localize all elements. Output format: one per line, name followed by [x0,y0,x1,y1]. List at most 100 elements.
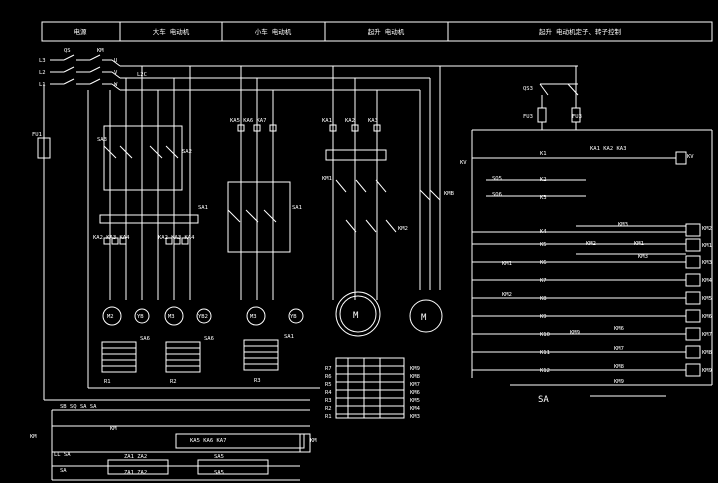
svg-text:YB2: YB2 [198,314,208,320]
svg-text:KM6: KM6 [702,314,712,320]
ladder-rungs [472,151,687,397]
svg-text:L1: L1 [39,82,46,88]
svg-text:ZA1 ZA2: ZA1 ZA2 [124,470,147,476]
svg-text:SA2: SA2 [182,149,192,155]
svg-text:FU3: FU3 [572,114,582,120]
svg-text:KV: KV [460,160,467,166]
svg-text:R2: R2 [170,379,177,385]
svg-text:M: M [353,311,359,321]
svg-text:KM9: KM9 [702,368,712,374]
svg-text:R1: R1 [104,379,111,385]
svg-text:K3: K3 [540,195,547,201]
svg-text:SA5: SA5 [214,454,224,460]
svg-text:KM3: KM3 [618,222,628,228]
svg-text:KM1: KM1 [702,243,712,249]
svg-text:R3: R3 [325,398,332,404]
svg-text:SA6: SA6 [140,336,150,342]
trolley-motor-section: KA5 KA6 KA7 SA1 SA1 SA1 R3 M3 YB [198,66,304,384]
svg-text:SA3: SA3 [97,137,107,143]
svg-text:KM2: KM2 [502,292,512,298]
bottom-control-circuit: SB SQ SA SA KM KM KA5 KA6 KA7 KM LL SA S… [30,404,317,481]
svg-text:K12: K12 [540,368,550,374]
svg-text:KA5 KA6 KA7: KA5 KA6 KA7 [230,118,266,124]
svg-text:SA: SA [60,468,67,474]
svg-text:KM8: KM8 [614,364,624,370]
svg-text:W: W [114,82,118,88]
svg-text:KM9: KM9 [614,379,624,385]
svg-text:KM2: KM2 [586,241,596,247]
svg-text:KM7: KM7 [410,382,420,388]
svg-text:K10: K10 [540,332,550,338]
svg-text:K9: K9 [540,314,547,320]
svg-text:SA5: SA5 [214,470,224,476]
svg-text:SQ6: SQ6 [492,192,502,198]
header-trolley-motor: 小车 电动机 [255,27,292,36]
svg-text:SA6: SA6 [204,336,214,342]
svg-text:KM8: KM8 [410,374,420,380]
svg-text:KM9: KM9 [410,366,420,372]
svg-text:KM8: KM8 [702,350,712,356]
hoist-control-ladder: QS3 FU3 FU3 KV KA1 KA2 KA3 KV SQ5 SQ6 SA [460,66,713,405]
hoist-motor-section: KA1 KA2 KA3 KM1 KM2 KMB M M [322,66,455,420]
svg-text:KM7: KM7 [614,346,624,352]
svg-text:YB: YB [137,314,144,320]
svg-text:M2: M2 [107,314,114,320]
resistor-bank-r3 [243,339,279,371]
svg-text:SA1: SA1 [198,205,208,211]
svg-text:KM6: KM6 [614,326,624,332]
svg-text:KM: KM [30,434,37,440]
svg-text:KM2: KM2 [398,226,408,232]
svg-text:KM7: KM7 [702,332,712,338]
svg-text:KM6: KM6 [410,390,420,396]
svg-text:KMB: KMB [444,191,455,197]
svg-text:KM: KM [110,426,117,432]
svg-text:M3: M3 [250,314,257,320]
svg-text:KM4: KM4 [702,278,713,284]
svg-text:FU1: FU1 [32,132,42,138]
svg-text:KA3: KA3 [368,118,378,124]
svg-text:M3: M3 [168,314,175,320]
svg-text:K7: K7 [540,278,547,284]
svg-text:SA1: SA1 [284,334,294,340]
svg-text:L2: L2 [39,70,46,76]
svg-text:SB SQ SA SA: SB SQ SA SA [60,404,97,410]
svg-text:R6: R6 [325,374,332,380]
svg-text:K6: K6 [540,260,547,266]
svg-text:SA: SA [538,395,549,405]
svg-text:KA1 KA2 KA3: KA1 KA2 KA3 [590,146,626,152]
svg-text:M: M [421,313,427,323]
svg-text:K11: K11 [540,350,550,356]
svg-text:ZA1 ZA2: ZA1 ZA2 [124,454,147,460]
contactor-bank [335,357,405,419]
svg-text:R1: R1 [325,414,332,420]
svg-text:U: U [114,58,117,64]
svg-text:KM3: KM3 [410,414,420,420]
resistor-bank-r2 [165,341,201,373]
svg-text:KM4: KM4 [410,406,421,412]
svg-text:K1: K1 [540,151,547,157]
svg-text:FU3: FU3 [523,114,533,120]
svg-text:KA1: KA1 [322,118,332,124]
svg-text:LL SA: LL SA [54,452,71,458]
header-hoist-motor: 起升 电动机 [368,27,405,36]
header-hoist-control: 起升 电动机定子、转子控制 [539,27,621,36]
svg-text:KM3: KM3 [638,254,648,260]
power-supply-section: L3 L2 L1 QS KM U V W L2C FU1 [32,48,578,401]
bridge-motor-section: SA3 SA2 KA2 KA3 KA4 KA2 KA3 KA4 SA6 SA6 … [93,66,214,385]
svg-text:KM: KM [97,48,104,54]
svg-text:KM3: KM3 [702,260,712,266]
svg-text:KM1: KM1 [634,241,644,247]
svg-text:K2: K2 [540,177,547,183]
svg-text:KM2: KM2 [702,226,712,232]
svg-text:SA1: SA1 [292,205,302,211]
svg-text:K8: K8 [540,296,547,302]
svg-text:KA5 KA6 KA7: KA5 KA6 KA7 [190,438,226,444]
svg-text:KM5: KM5 [410,398,420,404]
svg-text:KM1: KM1 [322,176,332,182]
hoist-motor-symbol [335,291,381,337]
svg-text:KM9: KM9 [570,330,580,336]
header-bridge-motor: 大车 电动机 [153,27,190,36]
resistor-bank-r1 [101,341,137,373]
svg-text:KM5: KM5 [702,296,712,302]
